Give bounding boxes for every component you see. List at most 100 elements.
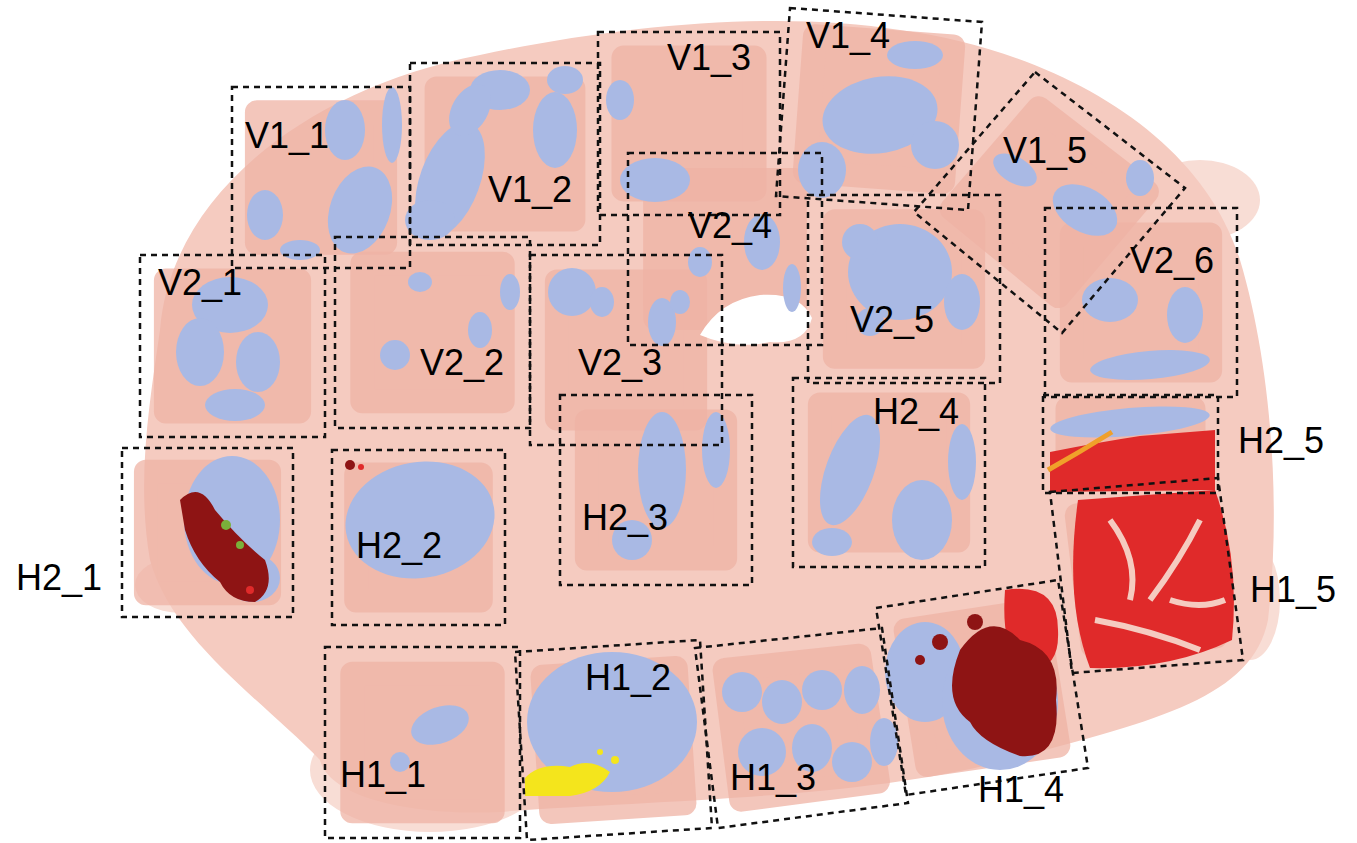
- blue-region: [842, 224, 878, 260]
- blue-region: [892, 480, 952, 560]
- region-label: H1_3: [730, 760, 816, 796]
- blue-region: [280, 240, 320, 260]
- region-label: H2_2: [356, 528, 442, 564]
- dashed-outline: [1045, 208, 1237, 397]
- blue-region: [176, 318, 224, 386]
- box-outline: [628, 153, 822, 345]
- blue-region: [844, 666, 880, 714]
- blue-region: [440, 77, 499, 143]
- dashed-outline: [515, 640, 712, 840]
- region-label: V1_4: [806, 18, 890, 54]
- blue-region: [236, 332, 280, 392]
- blue-region: [316, 157, 403, 262]
- dashed-outline: [598, 32, 780, 215]
- blue-region: [1044, 173, 1127, 246]
- yellow-region: [611, 756, 619, 764]
- dark-red-region: [952, 626, 1057, 756]
- sample-region-box: H1_5: [1050, 478, 1243, 673]
- region-label: V1_3: [667, 40, 751, 76]
- region-label: H2_4: [873, 394, 959, 430]
- sample-region-box: V1_3: [598, 32, 780, 215]
- blue-region: [948, 424, 976, 500]
- dashed-outline: [914, 72, 1185, 333]
- red-region: [1050, 430, 1215, 492]
- sample-region-box: H2_2: [332, 450, 505, 625]
- dashed-outline: [560, 395, 752, 585]
- blue-region: [500, 274, 520, 310]
- blue-region: [205, 389, 265, 421]
- blue-region: [405, 200, 455, 240]
- box-outline: [410, 63, 600, 245]
- region-label: V2_1: [158, 265, 242, 301]
- dashed-outline: [410, 63, 600, 245]
- dark-red-region: [967, 614, 983, 630]
- blue-region: [336, 450, 504, 590]
- region-label: H1_1: [340, 757, 426, 793]
- blue-region: [688, 247, 712, 277]
- region-label: H2_5: [1238, 423, 1324, 459]
- blue-region: [401, 113, 498, 246]
- blue-region: [802, 670, 842, 710]
- box-outline: [808, 195, 1000, 383]
- blue-region: [1167, 287, 1203, 343]
- blue-region: [670, 290, 690, 314]
- region-label: V1_2: [488, 172, 572, 208]
- blue-region: [620, 158, 690, 202]
- box-outline: [325, 647, 520, 838]
- dark-red-region: [932, 634, 948, 650]
- dark-red-region: [915, 655, 925, 665]
- sample-region-box: H2_5: [1043, 395, 1218, 493]
- tissue-section: [144, 21, 1274, 813]
- sample-region-box: H1_1: [325, 647, 520, 838]
- red-gap: [1150, 520, 1200, 600]
- blue-region: [382, 87, 402, 163]
- blue-region: [325, 100, 365, 160]
- dark-red-region: [345, 460, 355, 470]
- dashed-outline: [122, 448, 293, 617]
- dashed-outline: [232, 87, 410, 268]
- sample-region-box: V2_2: [335, 237, 530, 428]
- blue-region: [812, 528, 852, 556]
- region-label: V2_5: [850, 302, 934, 338]
- region-label: V1_1: [245, 118, 329, 154]
- dashed-outline: [335, 237, 530, 428]
- red-region: [1073, 490, 1234, 668]
- dark-red-region: [180, 492, 269, 602]
- sample-region-box: V2_5: [808, 195, 1000, 383]
- blue-region: [533, 92, 577, 168]
- blue-region: [406, 698, 475, 752]
- box-outline: [1043, 395, 1218, 493]
- green-region: [221, 520, 231, 530]
- dashed-outline: [628, 153, 822, 345]
- dashed-outline: [876, 580, 1088, 795]
- sample-region-box: H1_4: [876, 580, 1088, 795]
- region-label: V2_4: [688, 208, 772, 244]
- blue-region: [887, 41, 943, 69]
- region-label: H2_3: [582, 500, 668, 536]
- blue-region: [702, 412, 730, 488]
- sample-region-box: V2_6: [1045, 208, 1237, 397]
- box-outline: [1050, 478, 1243, 673]
- dashed-outline: [325, 647, 520, 838]
- box-outline: [560, 395, 752, 585]
- blue-region: [911, 121, 959, 169]
- dashed-outline: [332, 450, 505, 625]
- sample-region-box: H2_1: [122, 448, 293, 617]
- dashed-outline: [1043, 395, 1218, 493]
- blue-region: [590, 287, 614, 317]
- region-label: H1_5: [1250, 572, 1336, 608]
- blue-region: [606, 80, 634, 120]
- box-outline: [122, 448, 293, 617]
- box-outline: [914, 72, 1185, 333]
- yellow-region: [525, 763, 610, 796]
- region-label: H1_4: [978, 772, 1064, 808]
- box-outline: [232, 87, 410, 268]
- blue-region: [408, 272, 432, 292]
- blue-region: [468, 312, 492, 348]
- box-outline: [335, 237, 530, 428]
- blue-region: [762, 680, 802, 724]
- red-gap: [1110, 520, 1133, 600]
- sample-region-box: V1_5: [914, 72, 1185, 333]
